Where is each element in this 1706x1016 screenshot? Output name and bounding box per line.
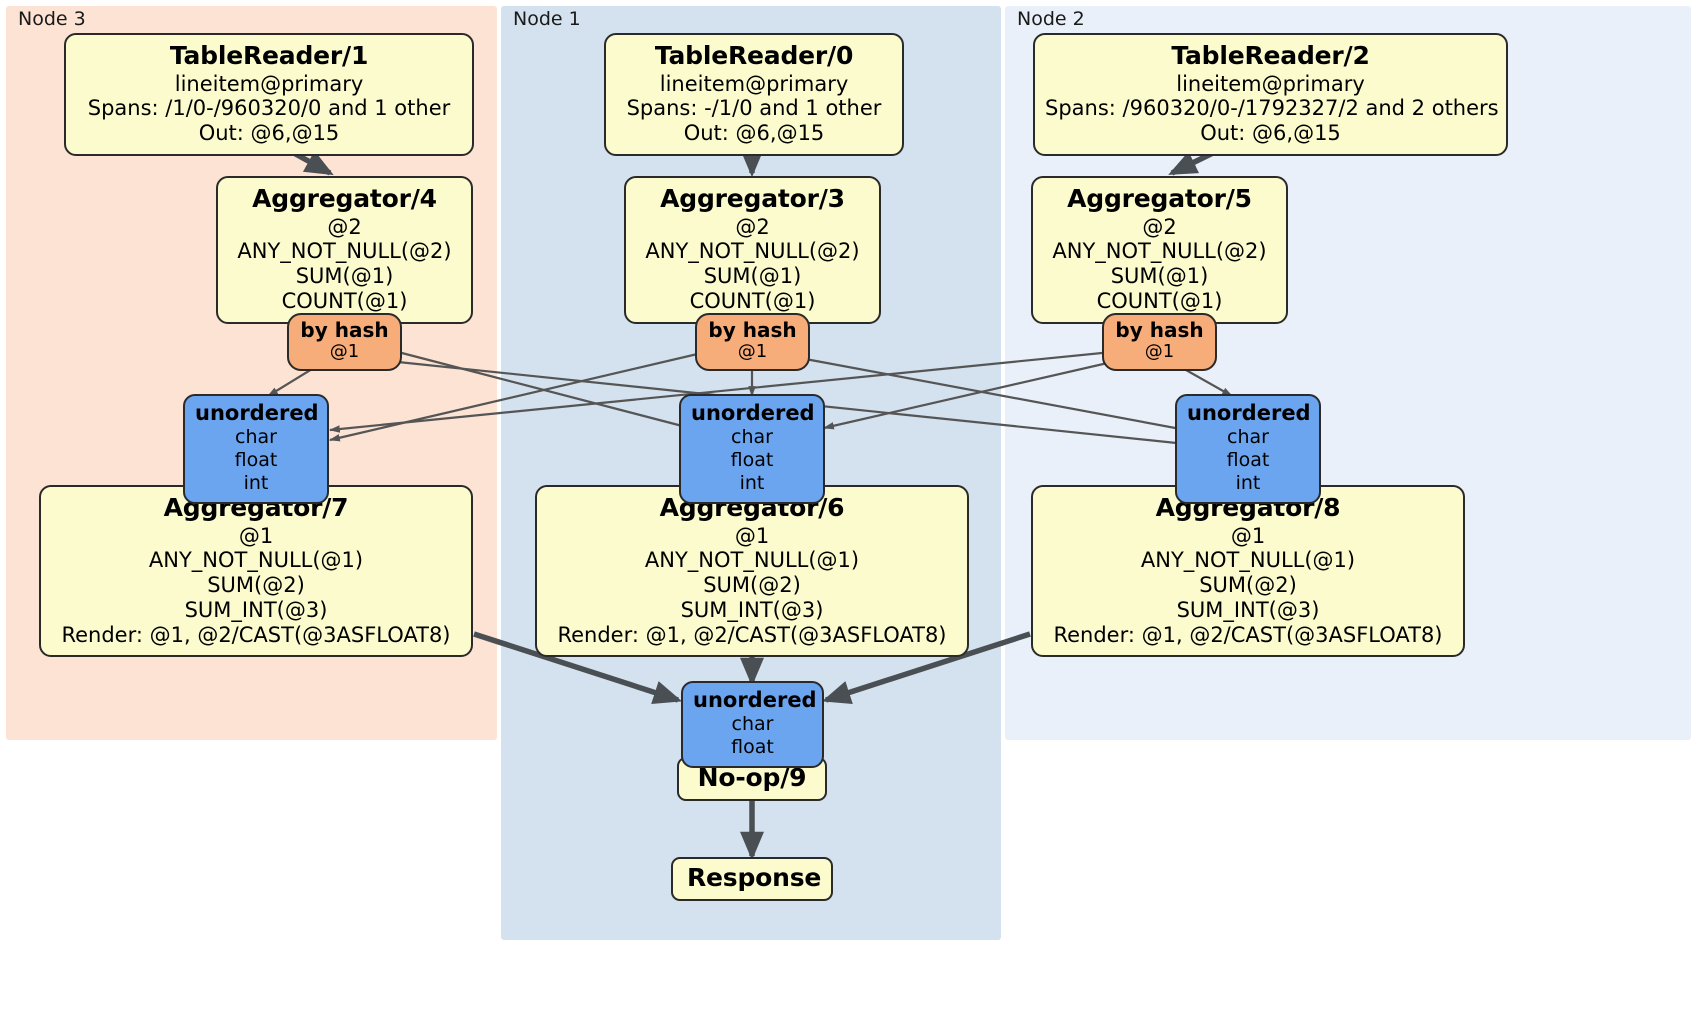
processor-aggregator-3[interactable]: Aggregator/3 @2 ANY_NOT_NULL(@2) SUM(@1)… <box>624 176 881 324</box>
node-label-node2: Node 2 <box>1017 8 1085 30</box>
synchronizer-unordered-8[interactable]: unordered char float int <box>1175 394 1321 504</box>
processor-title: Response <box>687 863 822 892</box>
processor-aggregator-5[interactable]: Aggregator/5 @2 ANY_NOT_NULL(@2) SUM(@1)… <box>1031 176 1288 324</box>
synchronizer-type: float <box>730 448 774 471</box>
processor-detail: Spans: /960320/0-/1792327/2 and 2 others <box>1045 96 1499 121</box>
router-detail: @1 <box>1144 341 1175 362</box>
synchronizer-type: char <box>235 426 277 449</box>
processor-title: TableReader/1 <box>169 41 369 70</box>
processor-detail: SUM_INT(@3) <box>1176 597 1320 622</box>
processor-detail: SUM(@1) <box>1110 264 1209 289</box>
processor-detail: ANY_NOT_NULL(@2) <box>645 239 860 264</box>
router-by-hash-3[interactable]: by hash @1 <box>695 313 810 371</box>
synchronizer-type: float <box>234 448 278 471</box>
synchronizer-unordered-6[interactable]: unordered char float int <box>679 394 825 504</box>
node-label-node3: Node 3 <box>18 8 86 30</box>
processor-detail: Render: @1, @2/CAST(@3ASFLOAT8) <box>61 622 451 647</box>
synchronizer-title: unordered <box>1187 401 1311 425</box>
synchronizer-type: float <box>1226 448 1270 471</box>
processor-detail: SUM(@2) <box>207 573 305 598</box>
processor-detail: SUM(@2) <box>703 573 801 598</box>
processor-detail: SUM(@1) <box>703 264 802 289</box>
router-title: by hash <box>1115 318 1204 342</box>
processor-detail: SUM_INT(@3) <box>680 597 824 622</box>
synchronizer-type: char <box>731 426 773 449</box>
processor-detail: COUNT(@1) <box>689 288 816 313</box>
router-by-hash-5[interactable]: by hash @1 <box>1102 313 1217 371</box>
synchronizer-type: int <box>1235 471 1261 494</box>
processor-detail: ANY_NOT_NULL(@1) <box>644 548 860 573</box>
processor-aggregator-8[interactable]: Aggregator/8 @1 ANY_NOT_NULL(@1) SUM(@2)… <box>1031 485 1465 658</box>
synchronizer-type: char <box>731 713 774 736</box>
processor-detail: SUM(@1) <box>295 264 394 289</box>
processor-detail: @1 <box>238 523 274 548</box>
processor-detail: SUM_INT(@3) <box>184 597 328 622</box>
processor-response[interactable]: Response <box>671 857 833 901</box>
synchronizer-type: int <box>739 471 765 494</box>
synchronizer-title: unordered <box>195 401 319 425</box>
processor-detail: Out: @6,@15 <box>198 121 340 146</box>
processor-title: Aggregator/4 <box>252 184 437 213</box>
processor-detail: lineitem@primary <box>174 71 364 96</box>
processor-title: Aggregator/5 <box>1067 184 1252 213</box>
processor-detail: COUNT(@1) <box>1096 288 1223 313</box>
processor-aggregator-6[interactable]: Aggregator/6 @1 ANY_NOT_NULL(@1) SUM(@2)… <box>535 485 969 658</box>
processor-detail: lineitem@primary <box>659 71 849 96</box>
processor-detail: lineitem@primary <box>1176 71 1365 96</box>
router-title: by hash <box>708 318 797 342</box>
processor-detail: Render: @1, @2/CAST(@3ASFLOAT8) <box>557 622 947 647</box>
processor-title: TableReader/2 <box>1171 41 1370 70</box>
processor-detail: @2 <box>1142 214 1177 239</box>
processor-detail: @2 <box>327 214 362 239</box>
synchronizer-title: unordered <box>693 688 817 712</box>
processor-table-reader-0[interactable]: TableReader/0 lineitem@primary Spans: -/… <box>604 33 904 156</box>
processor-detail: COUNT(@1) <box>281 288 408 313</box>
processor-aggregator-4[interactable]: Aggregator/4 @2 ANY_NOT_NULL(@2) SUM(@1)… <box>216 176 473 324</box>
processor-aggregator-7[interactable]: Aggregator/7 @1 ANY_NOT_NULL(@1) SUM(@2)… <box>39 485 473 658</box>
processor-table-reader-2[interactable]: TableReader/2 lineitem@primary Spans: /9… <box>1033 33 1508 156</box>
processor-detail: Out: @6,@15 <box>1200 121 1341 146</box>
router-detail: @1 <box>737 341 768 362</box>
processor-detail: Spans: /1/0-/960320/0 and 1 other <box>87 96 451 121</box>
processor-detail: @2 <box>735 214 770 239</box>
processor-table-reader-1[interactable]: TableReader/1 lineitem@primary Spans: /1… <box>64 33 474 156</box>
processor-detail: Spans: -/1/0 and 1 other <box>626 96 882 121</box>
processor-detail: ANY_NOT_NULL(@2) <box>1052 239 1267 264</box>
processor-title: Aggregator/3 <box>660 184 845 213</box>
synchronizer-unordered-final[interactable]: unordered char float <box>681 681 824 768</box>
processor-detail: Render: @1, @2/CAST(@3ASFLOAT8) <box>1053 622 1443 647</box>
synchronizer-unordered-7[interactable]: unordered char float int <box>183 394 329 504</box>
processor-detail: @1 <box>1230 523 1266 548</box>
processor-detail: ANY_NOT_NULL(@2) <box>237 239 452 264</box>
processor-detail: ANY_NOT_NULL(@1) <box>1140 548 1356 573</box>
processor-detail: ANY_NOT_NULL(@1) <box>148 548 364 573</box>
router-detail: @1 <box>329 341 360 362</box>
processor-detail: SUM(@2) <box>1199 573 1297 598</box>
router-by-hash-4[interactable]: by hash @1 <box>287 313 402 371</box>
processor-title: TableReader/0 <box>654 41 854 70</box>
synchronizer-title: unordered <box>691 401 815 425</box>
synchronizer-type: char <box>1227 426 1269 449</box>
processor-title: No-op/9 <box>697 763 807 792</box>
node-label-node1: Node 1 <box>513 8 581 30</box>
processor-detail: Out: @6,@15 <box>683 121 825 146</box>
synchronizer-type: float <box>731 735 774 758</box>
synchronizer-type: int <box>243 471 269 494</box>
router-title: by hash <box>300 318 389 342</box>
processor-detail: @1 <box>734 523 770 548</box>
